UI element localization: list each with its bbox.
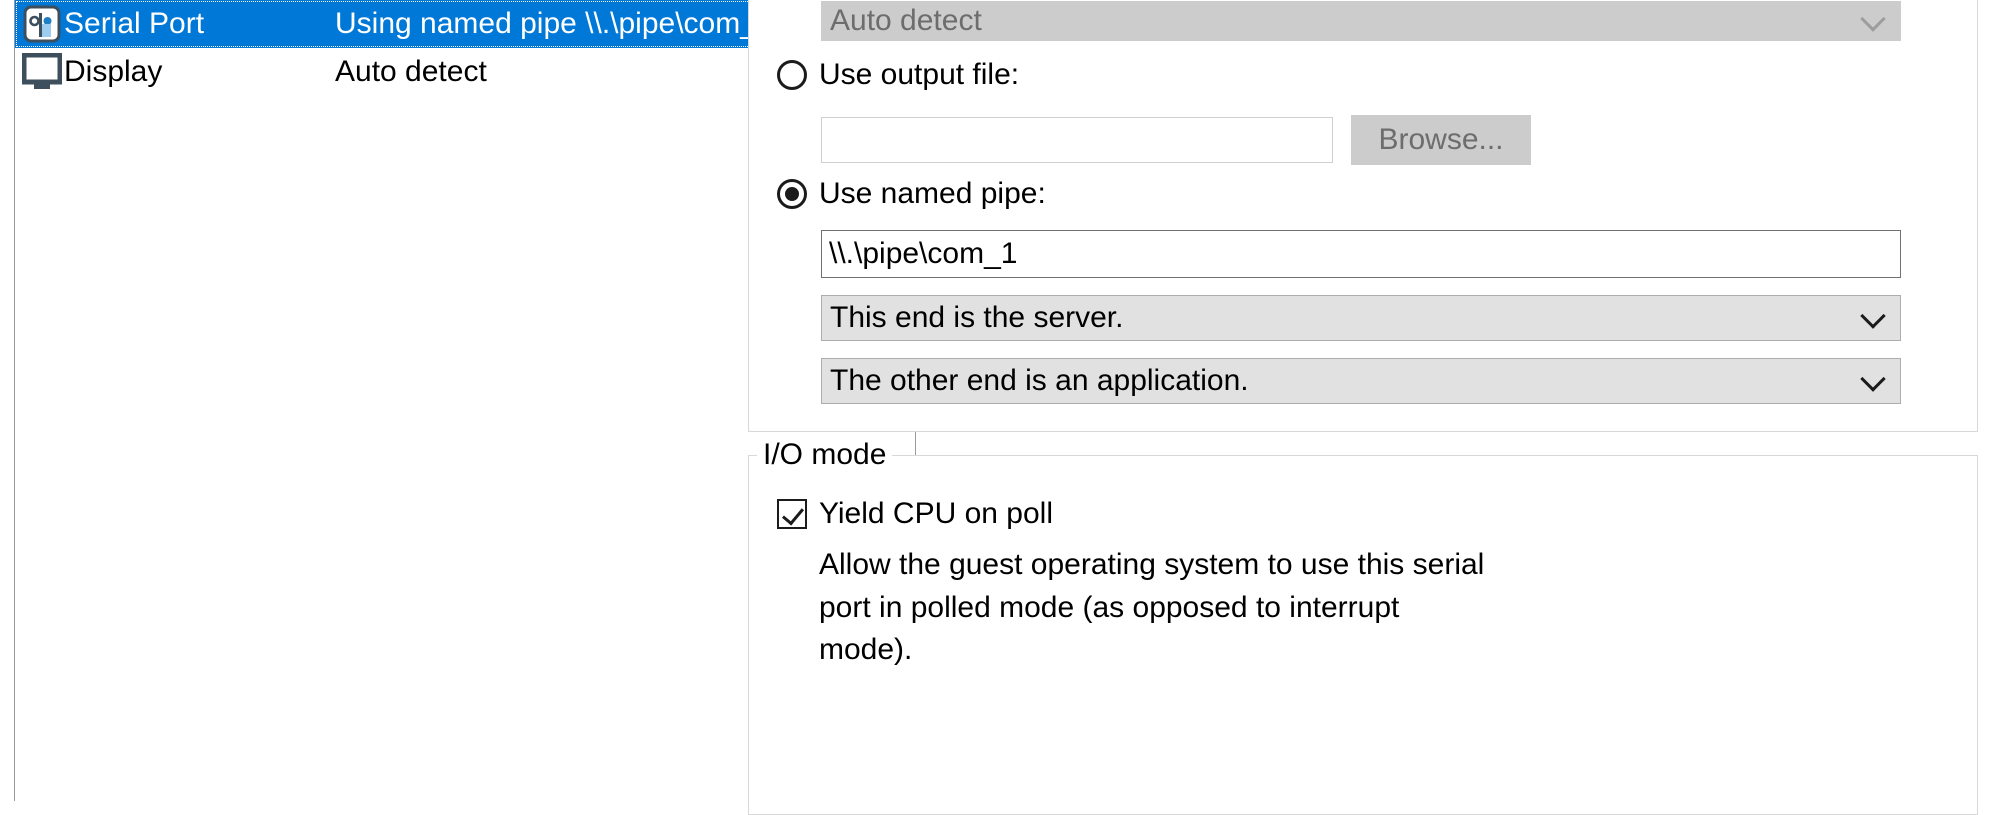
use-output-file-label: Use output file: (819, 58, 1020, 91)
radio-icon (777, 179, 807, 209)
use-output-file-radio[interactable]: Use output file: (777, 60, 1019, 90)
sidebar-item-label: Serial Port (64, 7, 205, 40)
yield-cpu-on-poll-checkbox[interactable]: Yield CPU on poll (777, 499, 1053, 529)
chevron-down-icon (1862, 305, 1884, 327)
use-named-pipe-label: Use named pipe: (819, 177, 1046, 210)
chevron-down-icon (1862, 368, 1884, 390)
near-end-combo-value: This end is the server. (830, 301, 1124, 334)
pipe-path-input[interactable]: \\.\pipe\com_1 (821, 230, 1901, 278)
checkbox-icon (777, 499, 807, 529)
sidebar-item-summary: Auto detect (335, 55, 487, 88)
pipe-path-value: \\.\pipe\com_1 (829, 237, 1018, 270)
use-named-pipe-radio[interactable]: Use named pipe: (777, 179, 1046, 209)
browse-button-label: Browse... (1378, 123, 1504, 156)
io-mode-description: Allow the guest operating system to use … (819, 548, 1485, 667)
yield-cpu-on-poll-label: Yield CPU on poll (819, 497, 1054, 530)
far-end-combo-value: The other end is an application. (830, 364, 1249, 397)
sidebar-item-label: Display (64, 55, 163, 88)
io-mode-group: I/O mode Yield CPU on poll Allow the gue… (748, 437, 1978, 815)
serial-port-icon (20, 2, 64, 46)
radio-icon (777, 60, 807, 90)
display-monitor-icon (20, 50, 64, 94)
sidebar-item-display[interactable]: Display Auto detect (15, 48, 915, 96)
output-file-input[interactable] (821, 117, 1333, 163)
io-mode-legend: I/O mode (757, 437, 893, 473)
browse-button[interactable]: Browse... (1351, 115, 1531, 165)
physical-port-combo[interactable]: Auto detect (821, 1, 1901, 41)
physical-port-combo-value: Auto detect (830, 4, 982, 37)
sidebar-item-summary: Using named pipe \\.\pipe\com_1 (335, 7, 774, 40)
connection-group: Auto detect Use output file: Browse... U… (748, 0, 1978, 432)
far-end-combo[interactable]: The other end is an application. (821, 358, 1901, 404)
near-end-combo[interactable]: This end is the server. (821, 295, 1901, 341)
chevron-down-icon (1862, 8, 1884, 30)
